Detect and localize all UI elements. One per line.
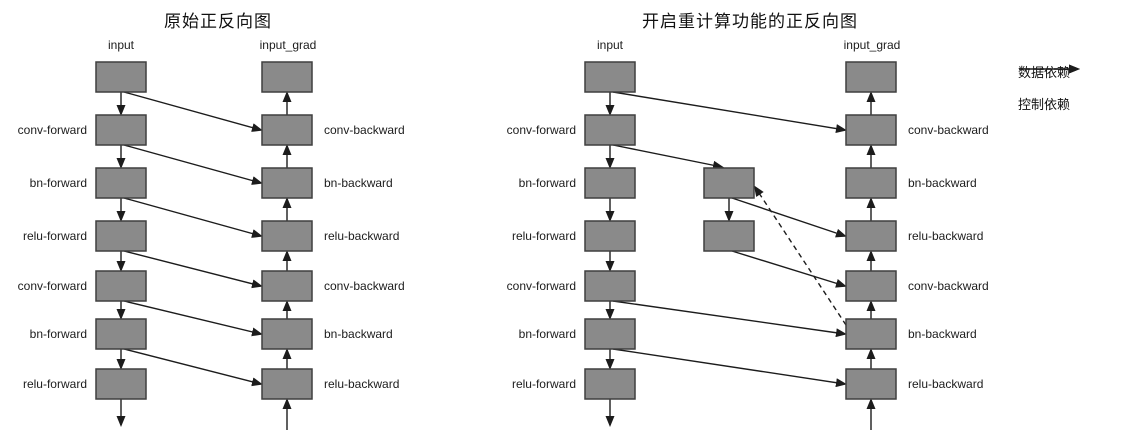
node-label-recompute-f2: bn-forward: [519, 176, 576, 190]
node-box-original-b4: [261, 270, 313, 302]
node-box-original-f6: [95, 368, 147, 400]
data-dependency-arrow: [123, 250, 263, 289]
node-label-original-b6: relu-backward: [324, 377, 399, 391]
node-box-recompute-f5: [584, 318, 636, 350]
node-label-recompute-f5: bn-forward: [519, 327, 576, 341]
node-box-recompute-b4: [845, 270, 897, 302]
legend-label-data-dependency: 数据依赖: [1018, 64, 1071, 80]
node-box-recompute-f3: [584, 220, 636, 252]
node-box-original-b3: [261, 220, 313, 252]
data-dependency-arrow: [612, 300, 847, 338]
data-dependency-arrow: [123, 348, 263, 387]
node-label-original-f6: relu-forward: [23, 377, 87, 391]
column-header: input_grad: [844, 38, 901, 52]
node-label-original-b5: bn-backward: [324, 327, 393, 341]
data-dependency-arrow: [123, 91, 263, 132]
node-box-recompute-m2: [703, 167, 755, 199]
node-box-original-b6: [261, 368, 313, 400]
node-label-recompute-b6: relu-backward: [908, 377, 983, 391]
node-label-recompute-b5: bn-backward: [908, 327, 977, 341]
node-label-original-b3: relu-backward: [324, 229, 399, 243]
node-box-recompute-f1: [584, 114, 636, 146]
node-box-recompute-b3: [845, 220, 897, 252]
data-dependency-arrow: [731, 197, 847, 238]
node-label-original-f5: bn-forward: [30, 327, 87, 341]
node-label-original-b1: conv-backward: [324, 123, 405, 137]
data-dependency-arrow: [123, 197, 263, 238]
node-box-recompute-m3: [703, 220, 755, 252]
left-diagram-title: 原始正反向图: [164, 12, 272, 31]
node-label-recompute-f4: conv-forward: [507, 279, 576, 293]
node-box-original-b5: [261, 318, 313, 350]
node-label-recompute-b3: relu-backward: [908, 229, 983, 243]
node-box-original-f1: [95, 114, 147, 146]
node-box-original-f4: [95, 270, 147, 302]
node-label-recompute-f6: relu-forward: [512, 377, 576, 391]
node-box-recompute-b1: [845, 114, 897, 146]
node-box-original-b0: [261, 61, 313, 93]
column-header: input: [108, 38, 135, 52]
node-box-original-input: [95, 61, 147, 93]
node-box-original-f5: [95, 318, 147, 350]
control-dependency-arrow: [753, 185, 847, 326]
node-label-original-f2: bn-forward: [30, 176, 87, 190]
node-box-original-f3: [95, 220, 147, 252]
node-box-original-b1: [261, 114, 313, 146]
node-label-recompute-f3: relu-forward: [512, 229, 576, 243]
data-dependency-arrow: [731, 250, 847, 288]
data-dependency-arrow: [612, 144, 724, 170]
column-header: input: [597, 38, 624, 52]
node-label-original-f1: conv-forward: [18, 123, 87, 137]
node-label-original-f4: conv-forward: [18, 279, 87, 293]
dashed-arrow-icon: [1019, 64, 1080, 74]
node-box-recompute-f4: [584, 270, 636, 302]
node-box-original-b2: [261, 167, 313, 199]
node-box-recompute-f2: [584, 167, 636, 199]
node-box-original-f2: [95, 167, 147, 199]
node-box-recompute-f6: [584, 368, 636, 400]
legend-item-control-dependency: 控制依赖: [1018, 64, 1080, 112]
data-dependency-arrow: [123, 300, 263, 337]
node-label-original-b4: conv-backward: [324, 279, 405, 293]
node-label-recompute-b4: conv-backward: [908, 279, 989, 293]
node-box-recompute-b5: [845, 318, 897, 350]
node-label-original-f3: relu-forward: [23, 229, 87, 243]
node-label-recompute-f1: conv-forward: [507, 123, 576, 137]
right-diagram-title: 开启重计算功能的正反向图: [642, 12, 858, 31]
node-box-recompute-input: [584, 61, 636, 93]
legend-label-control-dependency: 控制依赖: [1018, 96, 1071, 112]
data-dependency-arrow: [123, 144, 263, 185]
node-box-recompute-b6: [845, 368, 897, 400]
data-dependency-arrow: [612, 91, 847, 133]
node-label-recompute-b2: bn-backward: [908, 176, 977, 190]
column-header: input_grad: [260, 38, 317, 52]
node-label-recompute-b1: conv-backward: [908, 123, 989, 137]
node-label-original-b2: bn-backward: [324, 176, 393, 190]
legend: 数据依赖 控制依赖: [1018, 63, 1080, 112]
node-box-recompute-b2: [845, 167, 897, 199]
node-box-recompute-b0: [845, 61, 897, 93]
data-dependency-arrow: [612, 348, 847, 388]
